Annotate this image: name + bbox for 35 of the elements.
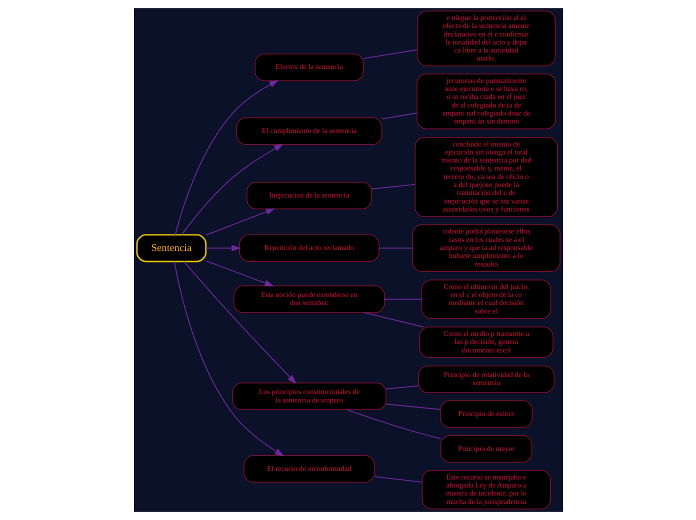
connector xyxy=(362,49,418,60)
arrow xyxy=(174,80,278,236)
node-box: Sentencia xyxy=(136,234,206,262)
node-box: El recurso de inconformidad xyxy=(243,455,374,483)
node-box: Esta noción puede extenderse en dos sentidos: xyxy=(233,286,384,313)
node-box: concluido el miento de ejecución sin otenga el total miento de la sentencia por dad responsable y, mente, el tercero do, ya sea de oficio o a del quejoso puede la tramitación del e de inejecución que se nte varias autoridades tivos y funciones xyxy=(414,137,558,218)
node-box: Efectos de la sentencia xyxy=(254,54,364,82)
node-box: Principio de relatividad de la sentencia xyxy=(418,366,554,393)
node-box: jecutorias de puntualmente ause ejecutoria e se haya ro, o se reciba ctada en el juez de al colegiado de ta de amparo nal colegiado dose de amparo án sin demora xyxy=(416,74,556,130)
node-box: Como el medio p transmite a las p decisión, genera documento escri xyxy=(418,326,553,358)
connector xyxy=(370,184,416,190)
arrow xyxy=(182,261,296,384)
node-box: cidente podrá plantearse ellos casos en los cuales se a el amparo y que la ad responsable hubiere umplimiento a lo resuelto xyxy=(412,224,560,272)
arrow xyxy=(205,260,274,286)
arrow xyxy=(173,261,284,456)
node-box: Principio de estrict xyxy=(440,400,532,428)
connector xyxy=(378,248,412,249)
node-box: Inejecucion de la sentencia xyxy=(246,182,372,210)
arrow xyxy=(205,244,240,252)
connector xyxy=(380,112,417,120)
connector xyxy=(384,385,418,390)
arrow xyxy=(180,144,283,236)
connector xyxy=(374,476,422,483)
connector xyxy=(346,409,441,440)
node-box: e niegue la protección al el efecto de la sentencia amente declarativo en el e confirmar la ionalidad del acto y dejar ca libre a la autoridad utarlo. xyxy=(416,10,556,66)
node-box: Como el ultimo m del juicio, en el c el objeto de la co mediante el cual decisión sobre el xyxy=(420,280,551,319)
node-box: Este recurso se manejaba e abrogada Ley de Amparo a manera de incidente, por lo mucha de la jurisprudencia xyxy=(421,470,550,510)
node-box: Repetición del acto reclamado xyxy=(238,234,379,262)
node-box: Principio de mayor xyxy=(440,435,532,463)
arrow xyxy=(205,208,275,236)
connector xyxy=(364,312,424,328)
node-box: Los principios constitucionales de la sentencia de amparo xyxy=(232,382,386,410)
connector xyxy=(383,298,422,300)
connector xyxy=(384,404,440,410)
node-box: El cumplimiento de la sentencia xyxy=(236,117,382,145)
